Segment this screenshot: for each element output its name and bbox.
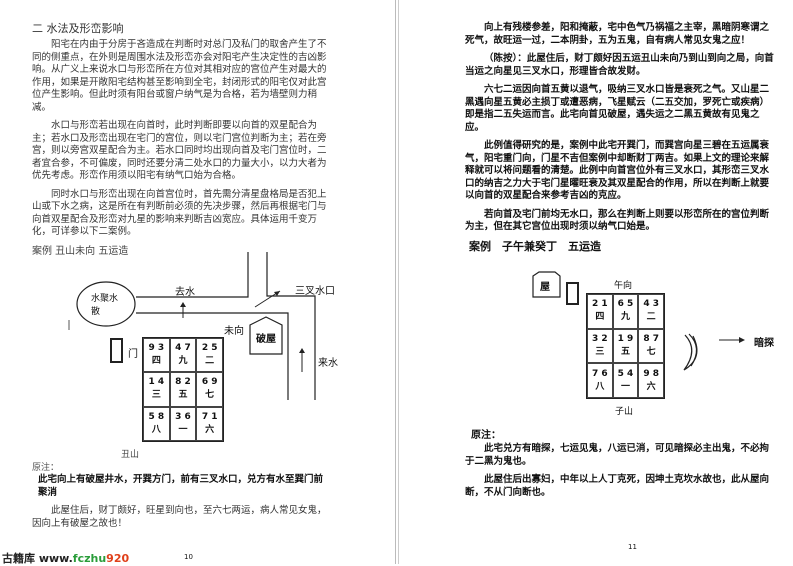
paragraph: （陈按）：此屋住后，财丁颇好因五运丑山未向乃到山到向之局，向首当运之向星见三叉水… <box>465 53 774 77</box>
ruin-house-label: 破屋 <box>256 334 276 345</box>
flying-star-chart: 9 3 四 4 7 九 2 5 二 1 4 三 8 2 五 6 9 七 5 8 八 3 6 一 7 1 六 <box>142 337 224 442</box>
paragraph: 此屋住后，财丁颇好，旺星到向也，至六七两运，病人常见女鬼，因向上有破屋之故也！ <box>32 505 327 529</box>
star-pair: 4 7 <box>175 343 191 354</box>
facing-label: 未向 <box>224 326 244 337</box>
period-star: 七 <box>205 390 215 401</box>
right-text-top: 向上有残楼参差，阳和掩蔽，宅中色气乃祸福之主宰，黑暗阴寒谓之死气，故旺运一过，二… <box>465 22 775 254</box>
star-pair: 9 8 <box>643 368 659 379</box>
period-star: 四 <box>595 312 605 323</box>
paragraph: 此屋住后出寡妇，中年以上人丁克死，因坤土克坎水故也，此从屋向断，不从门向断也。 <box>465 474 770 498</box>
out-water-label: 去水 <box>175 287 195 298</box>
house-label: 屋 <box>540 282 550 293</box>
star-pair: 5 8 <box>148 411 165 422</box>
mountain-label: 丑山 <box>121 450 140 460</box>
case-title: 案例 子午兼癸丁 五运造 <box>469 239 601 253</box>
right-text-bottom: 原注： 此宅兑方有暗探，七运见鬼，八运已消，可见暗探必主出鬼，不必拘于二黑为鬼也… <box>465 429 775 499</box>
page-number: 11 <box>628 543 637 551</box>
chart-cell: 1 4 三 <box>143 372 170 407</box>
left-text-top: 二 水法及形峦影响 阳宅在内由于分房于吝造成在判断时对总门及私门的取舍产生了不同… <box>32 22 332 259</box>
star-pair: 3 6 <box>175 411 191 422</box>
facing-label: 午向 <box>614 281 633 291</box>
left-text-bottom: 原注： 此宅向上有破屋井水，开巽方门，前有三叉水口，兑方有水至巽门前聚消 此屋住… <box>32 462 332 530</box>
chart-cell: 5 8 八 <box>143 406 170 441</box>
star-pair: 8 7 <box>643 333 659 344</box>
period-star: 九 <box>620 312 630 323</box>
chart-cell: 4 3 二 <box>638 294 664 329</box>
note-label: 原注： <box>32 463 60 473</box>
house-diagram <box>532 271 745 371</box>
star-pair: 5 4 <box>617 368 634 379</box>
chart-cell: 5 4 一 <box>612 363 639 398</box>
hidden-spy-label: 暗探 <box>754 338 774 349</box>
chart-cell: 2 1 四 <box>587 294 613 329</box>
paragraph: 此例值得研究的是，案例中此宅开巽门，而巽宫向星三碧在五运属衰气，阳宅重门向，门星… <box>465 140 770 201</box>
chart-cell: 2 5 二 <box>196 338 223 373</box>
mountain-label: 子山 <box>615 407 634 417</box>
period-star: 九 <box>178 356 188 367</box>
chart-cell: 8 2 五 <box>169 372 197 407</box>
period-star: 三 <box>595 346 605 357</box>
star-pair: 1 4 <box>148 377 165 388</box>
pool-label: 散 <box>91 307 101 317</box>
period-star: 三 <box>151 390 161 401</box>
period-star: 二 <box>205 356 215 367</box>
note-text: 此宅向上有破屋井水，开巽方门，前有三叉水口，兑方有水至巽门前聚消 <box>38 474 324 498</box>
period-star: 七 <box>646 346 656 357</box>
chart-cell: 4 7 九 <box>169 338 197 373</box>
paragraph: 六七二运因向首五黄以退气，吸纳三叉水口皆是衰死之气。又山星二黑遇向星五黄必主损丁… <box>465 84 770 133</box>
chart-cell: 3 2 三 <box>587 328 613 364</box>
page-number: 10 <box>184 553 193 561</box>
period-star: 六 <box>205 424 215 435</box>
star-pair: 9 3 <box>148 343 165 354</box>
star-pair: 8 2 <box>175 377 191 388</box>
star-pair: 3 2 <box>591 333 608 344</box>
chart-cell: 6 9 七 <box>196 372 223 407</box>
chart-cell: 7 6 八 <box>587 363 613 398</box>
star-pair: 2 1 <box>591 299 608 310</box>
star-pair: 6 5 <box>617 299 634 310</box>
period-star: 八 <box>151 424 161 435</box>
left-page: 二 水法及形峦影响 阳宅在内由于分房于吝造成在判断时对总门及私门的取舍产生了不同… <box>0 0 396 565</box>
chart-cell: 8 7 七 <box>638 328 664 364</box>
door-label: 门 <box>128 349 138 360</box>
chart-cell: 1 9 五 <box>612 328 639 364</box>
flying-star-chart: 2 1 四 6 5 九 4 3 二 3 2 三 1 9 五 8 7 七 7 6 八 5 4 一 9 8 六 <box>586 293 665 399</box>
section-heading: 二 水法及形峦影响 <box>32 22 124 35</box>
period-star: 一 <box>620 381 630 392</box>
star-pair: 7 6 <box>591 368 608 379</box>
period-star: 二 <box>646 312 656 323</box>
pool-label: 水聚水 <box>91 294 119 304</box>
star-pair: 1 9 <box>617 333 634 344</box>
paragraph: 水口与形峦若出现在向首时，此时判断即要以向首的双星配合为主；若水口及形峦出现在宅… <box>32 120 327 181</box>
paragraph: 向上有残楼参差，阳和掩蔽，宅中色气乃祸福之主宰，黑暗阴寒谓之死气，故旺运一过，二… <box>465 22 770 46</box>
note-text: 此宅兑方有暗探，七运见鬼，八运已消，可见暗探必主出鬼，不必拘于二黑为鬼也。 <box>465 443 770 467</box>
chart-cell: 3 6 一 <box>169 406 197 441</box>
star-pair: 2 5 <box>201 343 218 354</box>
note-label: 原注： <box>471 430 501 441</box>
star-pair: 6 9 <box>201 377 218 388</box>
period-star: 六 <box>646 381 656 392</box>
paragraph: 若向首及宅门前均无水口，那么在判断上则要以形峦所在的宫位判断为主，但在其它宫位出… <box>465 208 770 233</box>
star-pair: 4 3 <box>643 299 659 310</box>
paragraph: 同时水口与形峦出现在向首宫位时，首先需分清星盘格局是否犯上山或下水之病，这是所在… <box>32 188 327 238</box>
star-pair: 7 1 <box>201 411 218 422</box>
period-star: 五 <box>620 346 630 357</box>
watermark-logo: 古籍库 www.fczhu920 <box>2 552 130 565</box>
junction-label: 三叉水口 <box>295 286 335 297</box>
road-diagram <box>68 252 316 400</box>
period-star: 八 <box>595 381 605 392</box>
right-page: 向上有残楼参差，阳和掩蔽，宅中色气乃祸福之主宰，黑暗阴寒谓之死气，故旺运一过，二… <box>398 0 793 564</box>
chart-cell: 9 8 六 <box>638 363 664 398</box>
period-star: 四 <box>151 356 161 367</box>
chart-cell: 7 1 六 <box>196 406 223 441</box>
period-star: 五 <box>178 390 188 401</box>
case-title: 案例 丑山未向 五运造 <box>32 245 129 257</box>
chart-cell: 9 3 四 <box>143 338 170 373</box>
chart-cell: 6 5 九 <box>612 294 639 329</box>
in-water-label: 来水 <box>318 358 338 369</box>
paragraph: 阳宅在内由于分房于吝造成在判断时对总门及私门的取舍产生了不同的侧重点，在外则是周… <box>32 39 327 113</box>
period-star: 一 <box>178 424 188 435</box>
